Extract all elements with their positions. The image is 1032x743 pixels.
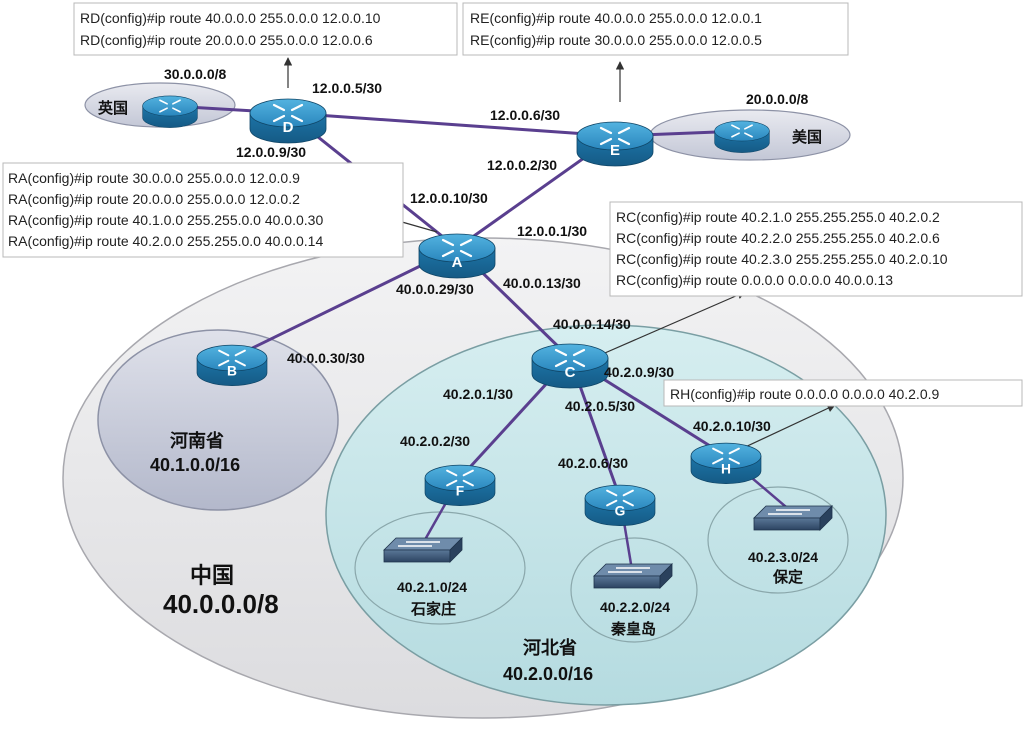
router-us — [714, 120, 770, 153]
region-label-china-name: 中国 — [190, 563, 234, 588]
router-arrows-icon — [712, 447, 740, 465]
if-label-a-c: 40.0.0.13/30 — [503, 275, 581, 291]
if-label-a-b: 40.0.0.29/30 — [396, 281, 474, 297]
if-label-h-c: 40.2.0.10/30 — [693, 418, 771, 434]
region-label-us: 美国 — [792, 128, 822, 146]
router-arrows-icon — [554, 348, 586, 368]
if-label-c-g: 40.2.0.5/30 — [565, 398, 635, 414]
config-box-rh: RH(config)#ip route 0.0.0.0 0.0.0.0 40.2… — [663, 379, 1023, 407]
switches — [383, 505, 833, 589]
router-arrows-icon — [731, 124, 753, 138]
config-rd-line-1: RD(config)#ip route 40.0.0.0 255.0.0.0 1… — [80, 10, 381, 26]
if-label-d-a: 12.0.0.9/30 — [236, 144, 306, 160]
router-g: G — [584, 484, 656, 526]
router-label-f: F — [456, 483, 464, 498]
router-label-d: D — [283, 119, 294, 136]
router-a: A — [418, 233, 496, 279]
lan-label-g-net: 40.2.2.0/24 — [600, 599, 670, 615]
config-rh-line-1: RH(config)#ip route 0.0.0.0 0.0.0.0 40.2… — [670, 386, 939, 402]
region-henan — [97, 329, 339, 511]
net-label-uk: 30.0.0.0/8 — [164, 66, 226, 82]
config-rd-line-2: RD(config)#ip route 20.0.0.0 255.0.0.0 1… — [80, 32, 373, 48]
lan-label-h-city: 保定 — [772, 568, 803, 586]
lan-circle-h — [707, 486, 849, 594]
config-box-rd: RD(config)#ip route 40.0.0.0 255.0.0.0 1… — [73, 2, 458, 56]
pointer-rc — [597, 291, 746, 357]
pointer-ra — [401, 221, 438, 233]
if-label-b-a: 40.0.0.30/30 — [287, 350, 365, 366]
if-label-c-a: 40.0.0.14/30 — [553, 316, 631, 332]
lan-label-h-net: 40.2.3.0/24 — [748, 549, 818, 565]
lan-label-f-net: 40.2.1.0/24 — [397, 579, 467, 595]
config-re-line-1: RE(config)#ip route 40.0.0.0 255.0.0.0 1… — [470, 10, 762, 26]
region-label-henan-net: 40.1.0.0/16 — [150, 455, 240, 475]
if-label-c-h: 40.2.0.9/30 — [604, 364, 674, 380]
link-d-e — [287, 111, 616, 138]
config-ra-line-4: RA(config)#ip route 40.2.0.0 255.255.0.0… — [8, 233, 323, 249]
config-rc-line-4: RC(config)#ip route 0.0.0.0 0.0.0.0 40.0… — [616, 272, 893, 288]
routers: D E A B C F G H — [142, 95, 770, 526]
region-label-uk: 英国 — [98, 99, 128, 117]
config-box-ra: RA(config)#ip route 30.0.0.0 255.0.0.0 1… — [2, 162, 404, 258]
region-label-henan-name: 河南省 — [170, 430, 224, 451]
router-arrows-icon — [441, 238, 473, 258]
config-re-line-2: RE(config)#ip route 30.0.0.0 255.0.0.0 1… — [470, 32, 762, 48]
router-label-g: G — [615, 503, 626, 518]
if-label-e-d: 12.0.0.6/30 — [490, 107, 560, 123]
router-label-a: A — [452, 254, 463, 271]
if-label-e-a: 12.0.0.2/30 — [487, 157, 557, 173]
config-rc-line-2: RC(config)#ip route 40.2.2.0 255.255.255… — [616, 230, 940, 246]
if-label-f-c: 40.2.0.2/30 — [400, 433, 470, 449]
router-label-b: B — [227, 363, 237, 378]
router-b: B — [196, 344, 268, 386]
region-label-hebei-net: 40.2.0.0/16 — [503, 664, 593, 684]
router-f: F — [424, 464, 496, 506]
router-d: D — [249, 98, 327, 144]
config-box-rc: RC(config)#ip route 40.2.1.0 255.255.255… — [609, 201, 1023, 297]
router-arrows-icon — [606, 489, 634, 507]
lan-labels: 40.2.1.0/24 石家庄 40.2.2.0/24 秦皇岛 40.2.3.0… — [397, 549, 818, 638]
config-ra-line-1: RA(config)#ip route 30.0.0.0 255.0.0.0 1… — [8, 170, 300, 186]
config-ra-line-2: RA(config)#ip route 20.0.0.0 255.0.0.0 1… — [8, 191, 300, 207]
config-rc-line-3: RC(config)#ip route 40.2.3.0 255.255.255… — [616, 251, 948, 267]
router-h: H — [690, 442, 762, 484]
region-label-china-net: 40.0.0.0/8 — [163, 589, 279, 619]
router-label-e: E — [610, 142, 620, 159]
net-label-us: 20.0.0.0/8 — [746, 91, 808, 107]
router-arrows-icon — [272, 103, 304, 123]
lan-circle-g — [570, 537, 698, 643]
switch-g — [593, 563, 673, 589]
router-arrows-icon — [159, 99, 181, 113]
router-label-h: H — [721, 461, 731, 476]
config-box-re: RE(config)#ip route 40.0.0.0 255.0.0.0 1… — [462, 2, 849, 56]
switch-arrows-icon — [608, 567, 650, 573]
router-c: C — [531, 343, 609, 389]
lan-label-g-city: 秦皇岛 — [610, 620, 656, 638]
if-label-c-f: 40.2.0.1/30 — [443, 386, 513, 402]
lan-label-f-city: 石家庄 — [410, 600, 456, 618]
region-labels: 英国 美国 河南省 40.1.0.0/16 中国 40.0.0.0/8 河北省 … — [98, 99, 822, 684]
router-label-c: C — [565, 364, 576, 381]
router-e: E — [576, 121, 654, 167]
router-uk — [142, 95, 198, 128]
config-rc-line-1: RC(config)#ip route 40.2.1.0 255.255.255… — [616, 209, 940, 225]
router-arrows-icon — [218, 349, 246, 367]
if-label-d-e: 12.0.0.5/30 — [312, 80, 382, 96]
region-label-hebei-name: 河北省 — [523, 637, 577, 658]
router-arrows-icon — [446, 469, 474, 487]
if-label-g-c: 40.2.0.6/30 — [558, 455, 628, 471]
if-label-a-d: 12.0.0.10/30 — [410, 190, 488, 206]
switch-arrows-icon — [398, 541, 440, 547]
switch-arrows-icon — [768, 509, 810, 515]
if-label-a-e: 12.0.0.1/30 — [517, 223, 587, 239]
switch-h — [753, 505, 833, 531]
interface-labels: 30.0.0.0/8 12.0.0.5/30 12.0.0.6/30 20.0.… — [164, 66, 808, 471]
router-arrows-icon — [599, 126, 631, 146]
config-ra-line-3: RA(config)#ip route 40.1.0.0 255.255.0.0… — [8, 212, 323, 228]
switch-f — [383, 537, 463, 563]
